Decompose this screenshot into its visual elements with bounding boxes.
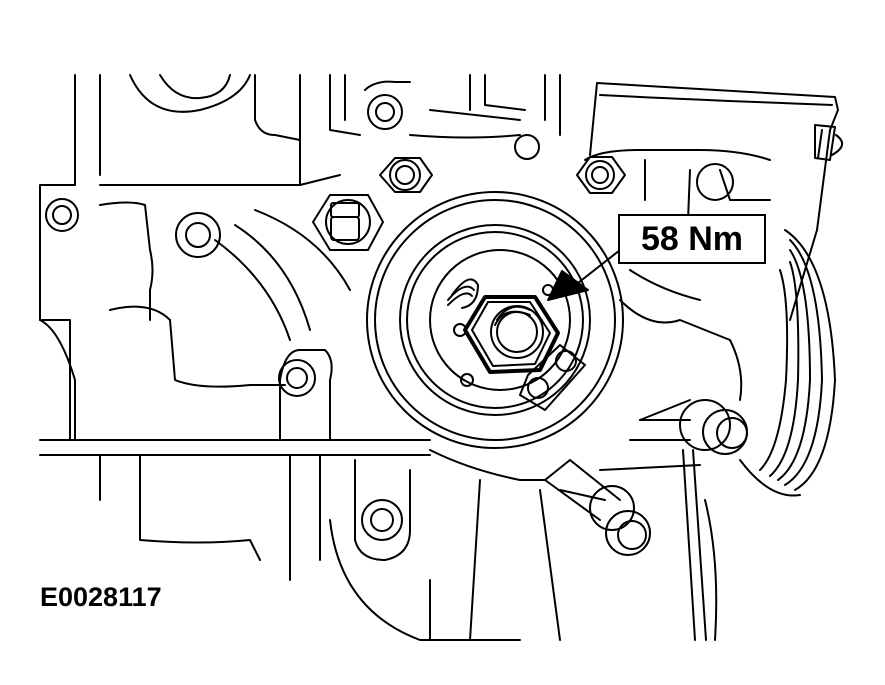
- bolt-upper-center: [379, 157, 433, 193]
- bolt-upper-right: [409, 109, 540, 160]
- bolt-right-of-block: [278, 359, 316, 397]
- dipstick-tube: [682, 449, 718, 641]
- coolant-pipe-lower: [559, 485, 651, 556]
- ps-pump-bracket: [584, 82, 843, 321]
- coolant-pipe-right: [639, 399, 748, 455]
- bolt-left-middle: [175, 212, 221, 258]
- pulley: [739, 229, 836, 497]
- bolt-lower: [354, 469, 411, 561]
- torque-spec-label: 58 Nm: [618, 214, 766, 264]
- bolt-bracket: [576, 156, 626, 194]
- engine-block: [39, 74, 561, 641]
- figure-id: E0028117: [40, 582, 162, 612]
- oil-pressure-sensor: [312, 194, 384, 251]
- center-retaining-nut: [447, 278, 586, 411]
- bolt-upper-top: [367, 94, 403, 130]
- bolt-left-upper: [45, 198, 79, 232]
- callout-arrow-icon: [547, 249, 621, 301]
